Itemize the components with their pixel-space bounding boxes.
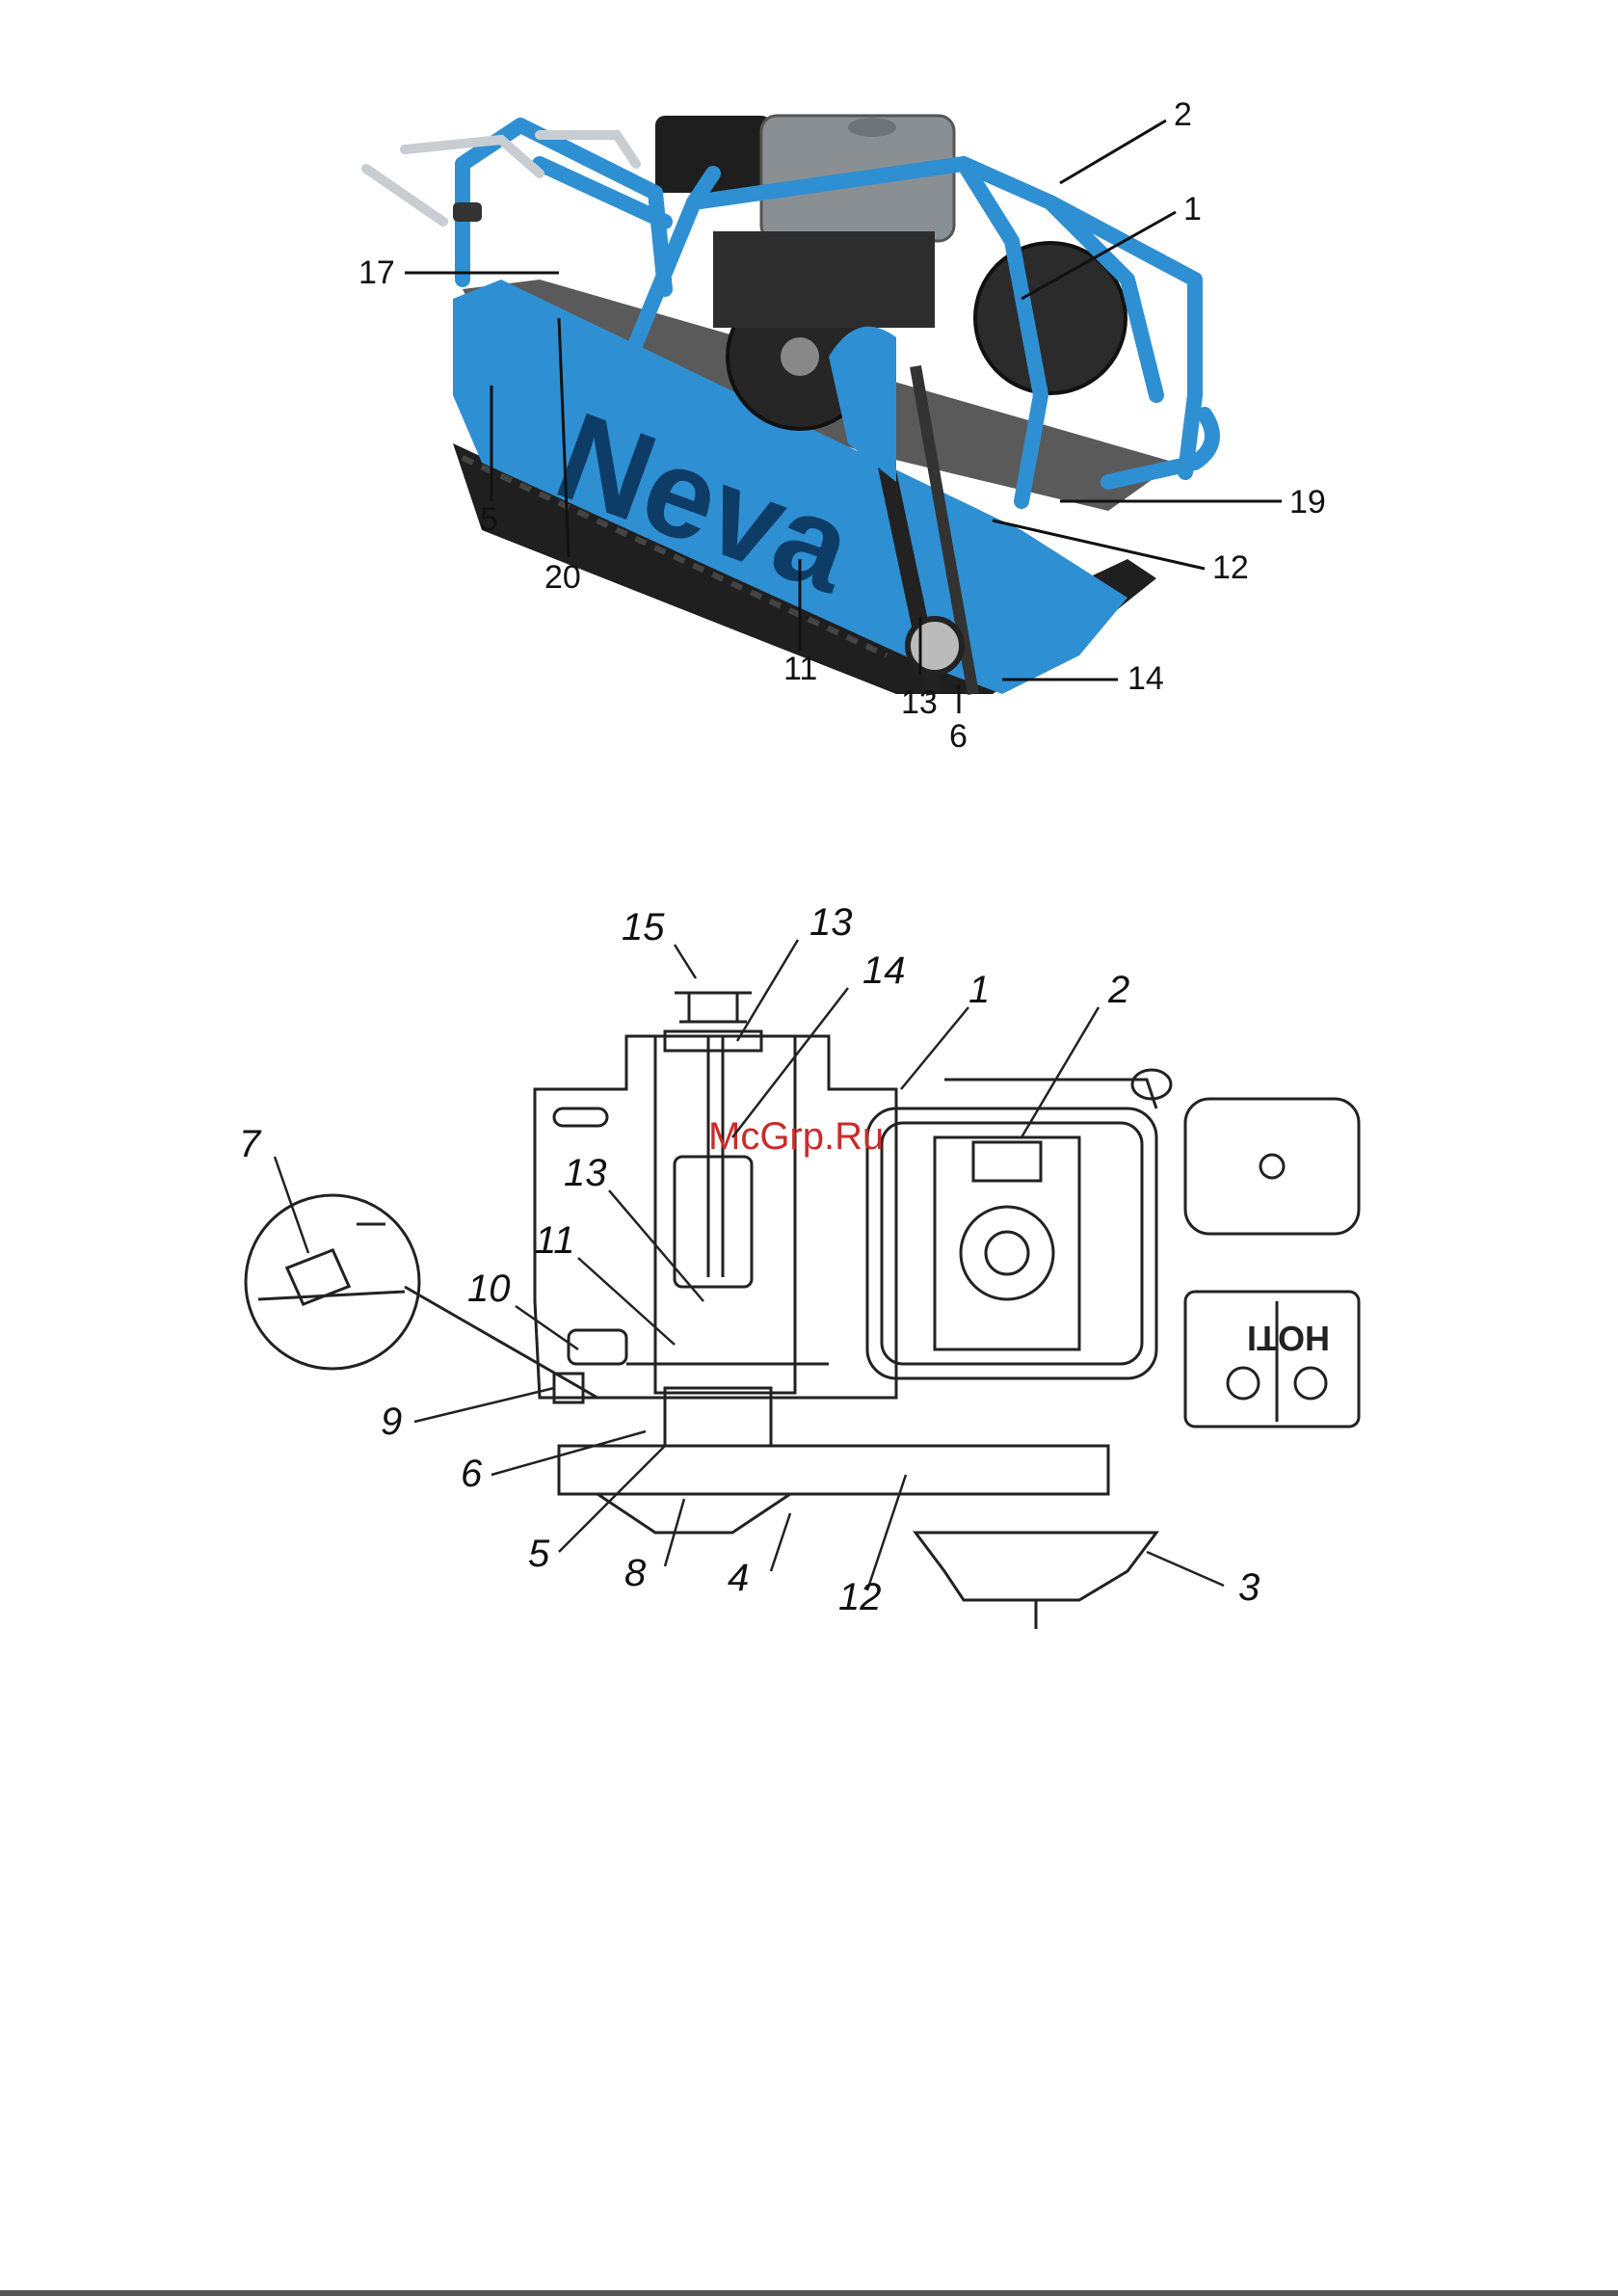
air-filter — [1185, 1099, 1359, 1234]
callout-label-14: 14 — [1127, 660, 1164, 697]
callout-label-14: 14 — [862, 949, 906, 992]
callout-label-20: 20 — [544, 559, 581, 596]
engine-marking-text: HOTI — [1247, 1319, 1330, 1358]
shaft-housing — [655, 1036, 795, 1393]
page-bottom-rule — [0, 2290, 1618, 2296]
callout-label-10: 10 — [467, 1268, 511, 1310]
callout-label-19: 19 — [1289, 484, 1326, 521]
driven-pulley — [597, 1494, 790, 1533]
callout-label-5: 5 — [528, 1533, 550, 1575]
callout-label-17: 17 — [358, 254, 395, 291]
drive-pulley — [915, 1533, 1156, 1600]
detail-magnifier — [246, 1195, 419, 1369]
callout-label-12: 12 — [1212, 549, 1249, 586]
callout-label-2: 2 — [1107, 969, 1129, 1011]
clutch-mechanism — [554, 1330, 829, 1446]
mounting-plate — [535, 1036, 896, 1398]
callout-label-9: 9 — [381, 1401, 402, 1443]
callout-label-13: 13 — [901, 684, 938, 721]
drive-assembly-drawing: HOTI McGrp.Ru 15 13 14 1 2 13 11 10 7 9 … — [0, 896, 1618, 1668]
throttle-grip — [453, 202, 482, 222]
callout-label-1: 1 — [968, 969, 990, 1011]
callout-label-4: 4 — [728, 1557, 749, 1599]
top-sprocket — [665, 993, 761, 1051]
callout-label-7: 7 — [239, 1123, 262, 1165]
callout-label-8: 8 — [624, 1552, 647, 1594]
callout-label-5: 5 — [480, 501, 498, 538]
handlebar — [366, 135, 636, 222]
callout-label-1: 1 — [1183, 191, 1202, 227]
callout-label-6: 6 — [461, 1453, 483, 1495]
callout-label-13-mid: 13 — [564, 1152, 607, 1194]
callout-label-2: 2 — [1174, 96, 1192, 133]
engine-body — [867, 1070, 1171, 1378]
callout-label-11: 11 — [535, 1219, 575, 1262]
callout-label-12: 12 — [838, 1576, 882, 1618]
callout-label-11: 11 — [783, 651, 817, 687]
callout-label-6: 6 — [949, 718, 968, 755]
callout-label-3: 3 — [1238, 1566, 1260, 1609]
callout-label-13-top: 13 — [809, 901, 853, 944]
control-box — [1185, 1292, 1359, 1427]
snowmobile-photo-figure: Neva — [0, 77, 1618, 906]
callout-label-15: 15 — [622, 906, 665, 948]
plate-slot — [554, 1108, 607, 1126]
